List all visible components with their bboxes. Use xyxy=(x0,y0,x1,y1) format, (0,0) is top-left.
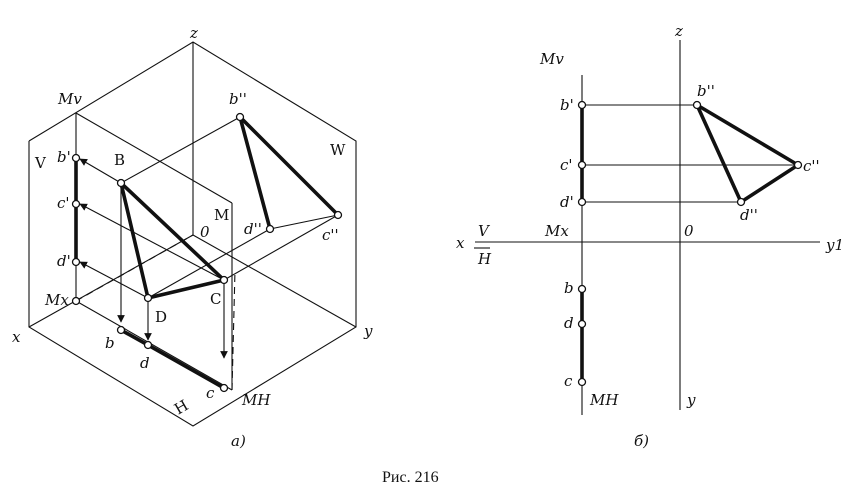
mark-mv-label-a: Mv xyxy=(57,90,82,108)
origin-label-a: 0 xyxy=(200,223,210,241)
plane-v-label: V xyxy=(34,154,47,172)
panel-a-points xyxy=(71,112,343,393)
spatial-triangle xyxy=(119,181,226,300)
panel-b-sublabel: б) xyxy=(634,432,649,450)
side-c-label-a: c'' xyxy=(322,226,339,244)
top-projection-segment xyxy=(119,328,226,390)
axis-y-label-a: y xyxy=(363,322,373,340)
axis-z-label-b: z xyxy=(674,22,683,40)
front-b-label-a: b' xyxy=(57,148,71,166)
mark-mh-label-a: MH xyxy=(241,391,271,409)
top-c-label-b: c xyxy=(564,372,573,390)
mark-mx-label-a: Mx xyxy=(44,291,69,309)
mark-m-label-a: M xyxy=(214,206,229,224)
panel-b-orthographic: z x y1 y 0 V H Mv Mx MH b' c' d' b'' c''… xyxy=(456,22,844,450)
top-b-label-a: b xyxy=(105,334,115,352)
front-b-label-b: b' xyxy=(560,96,574,114)
plane-w-label: W xyxy=(330,141,346,159)
figure-caption: Рис. 216 xyxy=(382,469,439,486)
mark-mh-label-b: MH xyxy=(589,391,619,409)
point-d-label: D xyxy=(155,308,167,326)
axis-z-label-a: z xyxy=(189,24,198,42)
axis-x-label-b: x xyxy=(456,234,465,252)
front-c-label-b: c' xyxy=(560,156,573,174)
projectors xyxy=(79,116,339,359)
vh-bottom-label: H xyxy=(477,250,492,268)
axis-y1-label-b: y1 xyxy=(825,236,844,254)
front-c-label-a: c' xyxy=(57,194,70,212)
top-d-label-b: d xyxy=(564,314,574,332)
axis-x-label-a: x xyxy=(12,328,21,346)
top-b-label-b: b xyxy=(564,279,574,297)
side-d-label-a: d'' xyxy=(244,220,262,238)
panel-b-points xyxy=(577,100,803,387)
side-triangle xyxy=(238,115,340,231)
side-b-label-b: b'' xyxy=(697,82,715,100)
origin-label-b: 0 xyxy=(684,222,694,240)
side-c-label-b: c'' xyxy=(803,157,820,175)
panel-a-sublabel: а) xyxy=(231,432,246,450)
front-d-label-b: d' xyxy=(560,193,574,211)
top-d-label-a: d xyxy=(140,354,150,372)
point-b-label: B xyxy=(114,151,125,169)
axis-y-label-b: y xyxy=(686,391,696,409)
point-c-label: C xyxy=(210,290,221,308)
side-triangle-b xyxy=(695,103,800,204)
side-b-label-a: b'' xyxy=(229,90,247,108)
front-d-label-a: d' xyxy=(57,252,71,270)
side-d-label-b: d'' xyxy=(740,206,758,224)
mark-mv-label-b: Mv xyxy=(539,50,564,68)
vh-top-label: V xyxy=(478,222,491,240)
mark-mx-label-b: Mx xyxy=(544,222,569,240)
top-c-label-a: c xyxy=(206,384,215,402)
panel-a-axonometric: z x y 0 V W H Mv Mx MH M B C D b' c' d' … xyxy=(12,24,373,450)
